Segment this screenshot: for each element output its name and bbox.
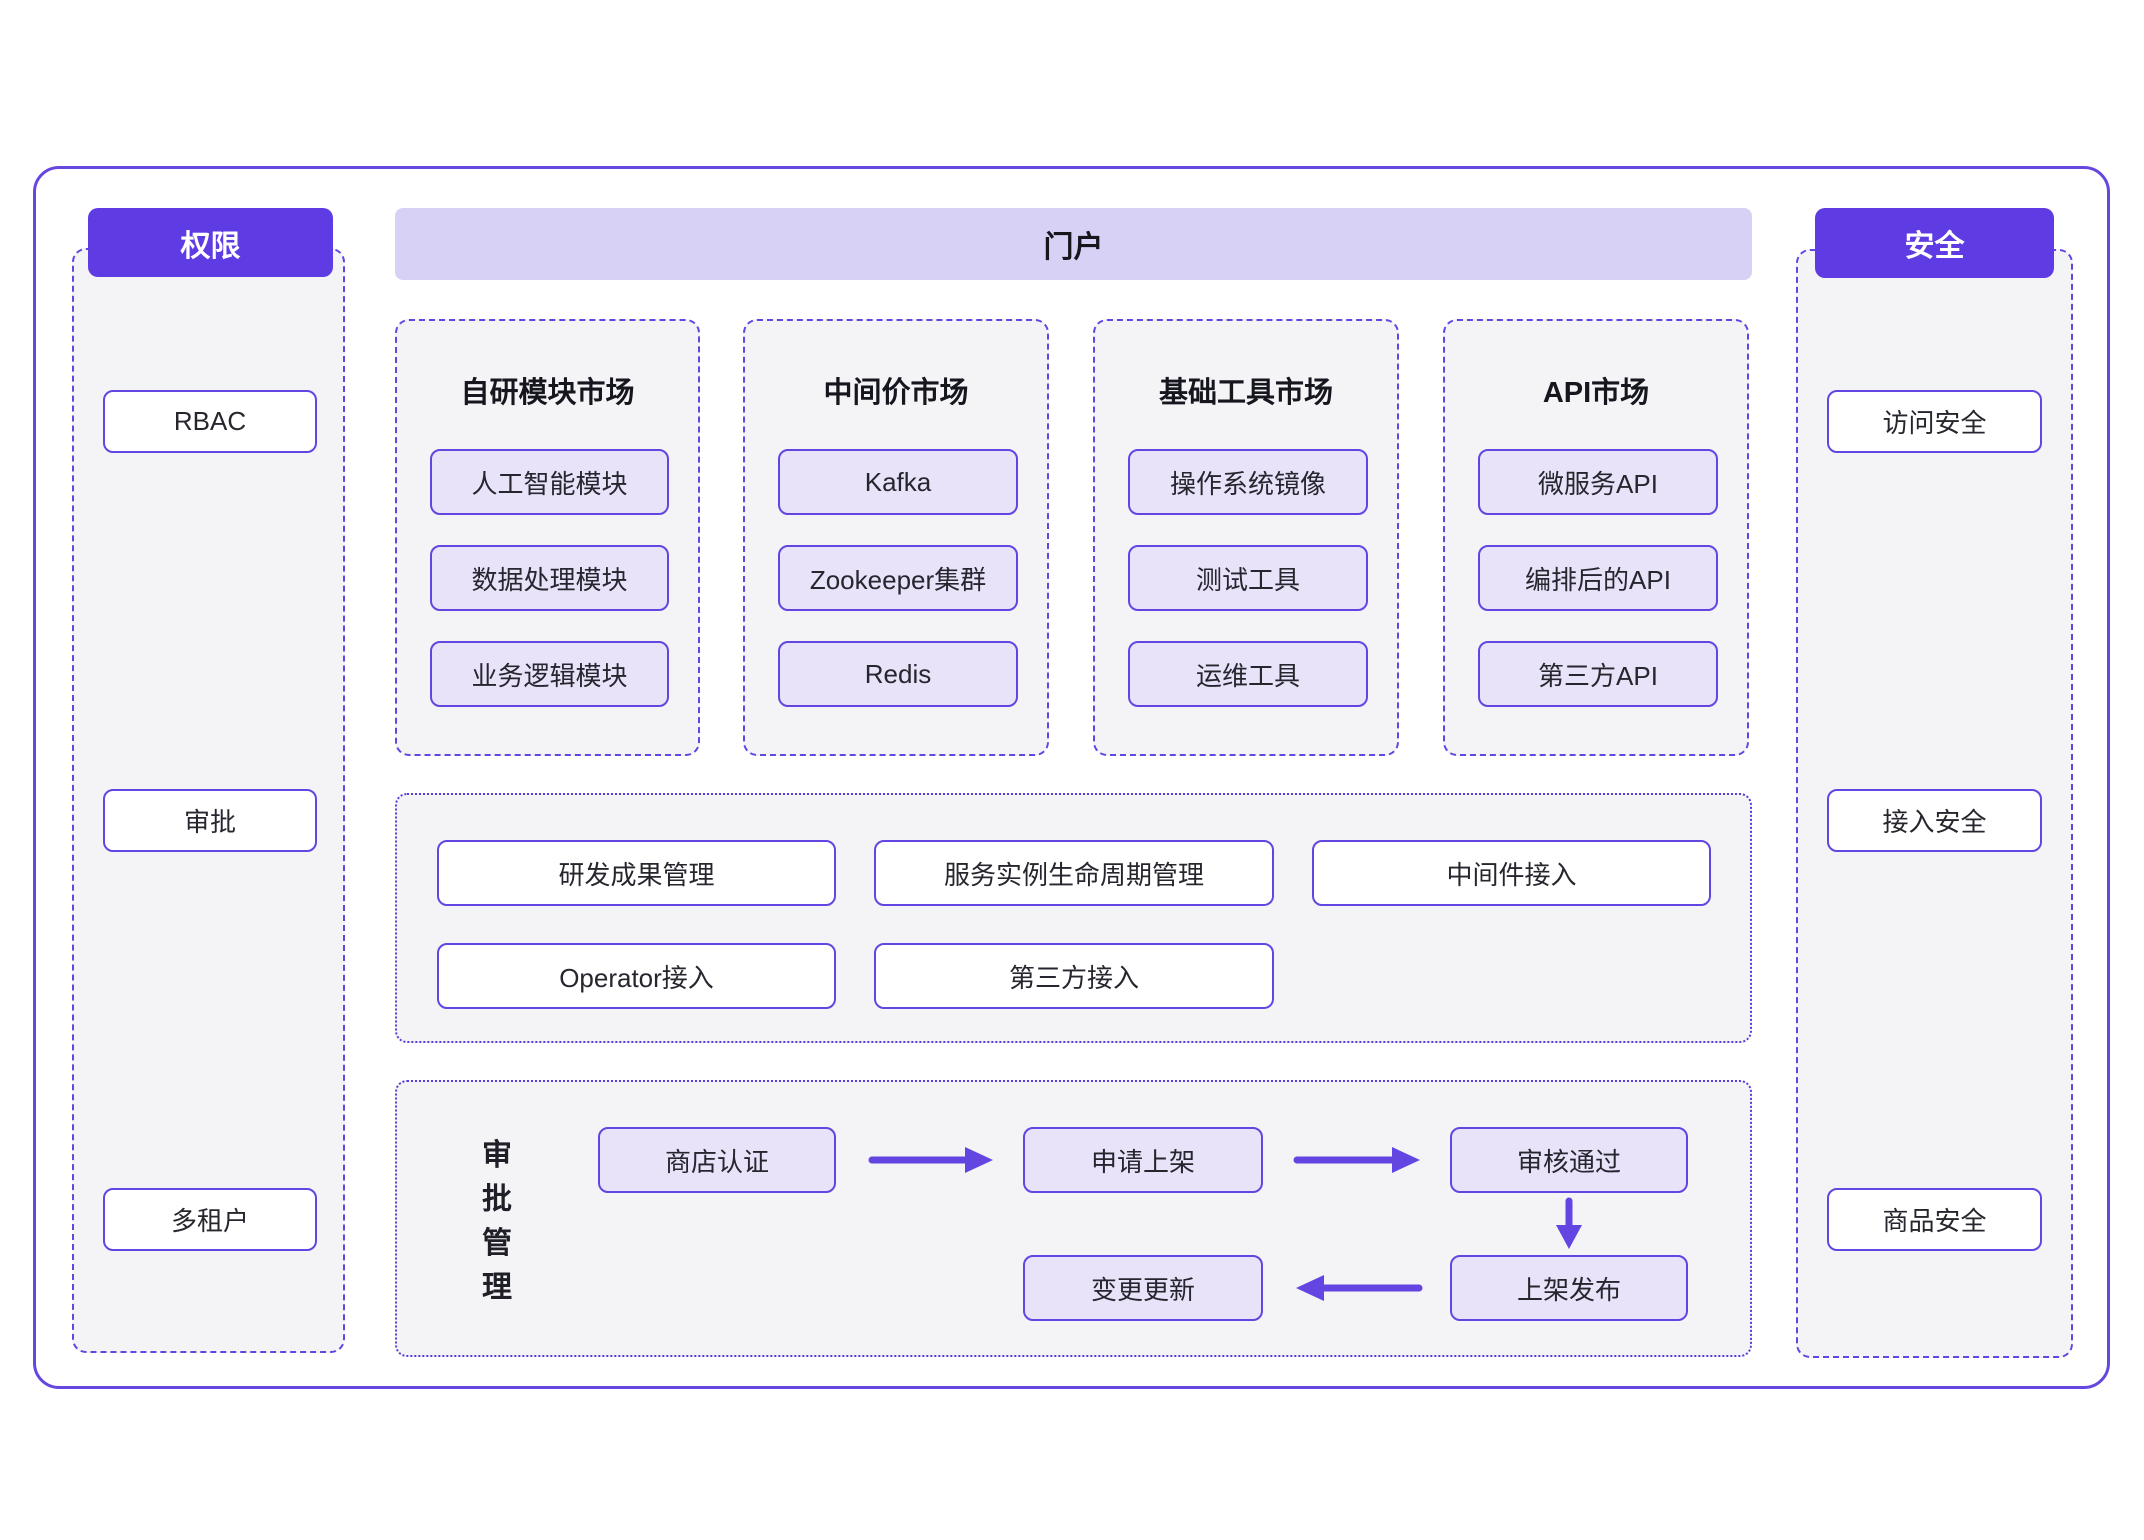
node-data-processing-module: 数据处理模块 bbox=[430, 545, 669, 611]
arrow-right-icon bbox=[1293, 1147, 1420, 1173]
market-title: 基础工具市场 bbox=[1158, 377, 1333, 409]
node-product-security: 商品安全 bbox=[1827, 1188, 2042, 1251]
node-middleware-integration: 中间件接入 bbox=[1312, 840, 1711, 906]
node-ai-module: 人工智能模块 bbox=[430, 449, 669, 515]
node-service-instance-lifecycle: 服务实例生命周期管理 bbox=[874, 840, 1274, 906]
market-title: 中间价市场 bbox=[823, 377, 969, 409]
node-apply-listing: 申请上架 bbox=[1023, 1127, 1263, 1193]
node-business-logic-module: 业务逻辑模块 bbox=[430, 641, 669, 707]
node-kafka: Kafka bbox=[778, 449, 1018, 515]
arrow-left-icon bbox=[1296, 1275, 1423, 1301]
node-change-update: 变更更新 bbox=[1023, 1255, 1263, 1321]
node-third-party-api: 第三方API bbox=[1478, 641, 1718, 707]
market-middleware: 中间价市场 Kafka Zookeeper集群 Redis bbox=[743, 319, 1049, 756]
market-self-developed-modules: 自研模块市场 人工智能模块 数据处理模块 业务逻辑模块 bbox=[395, 319, 700, 756]
market-title: 自研模块市场 bbox=[460, 377, 635, 409]
node-os-image: 操作系统镜像 bbox=[1128, 449, 1368, 515]
approval-flow-label-char: 理 bbox=[482, 1271, 512, 1304]
management-panel: 研发成果管理 服务实例生命周期管理 中间件接入 Operator接入 第三方接入 bbox=[395, 793, 1752, 1043]
node-review-passed: 审核通过 bbox=[1450, 1127, 1688, 1193]
node-redis: Redis bbox=[778, 641, 1018, 707]
permissions-header: 权限 bbox=[88, 208, 333, 277]
portal-header: 门户 bbox=[395, 208, 1752, 280]
security-header: 安全 bbox=[1815, 208, 2054, 278]
node-access-security: 访问安全 bbox=[1827, 390, 2042, 453]
node-rd-results-management: 研发成果管理 bbox=[437, 840, 836, 906]
node-approval: 审批 bbox=[103, 789, 317, 852]
node-zookeeper-cluster: Zookeeper集群 bbox=[778, 545, 1018, 611]
node-microservice-api: 微服务API bbox=[1478, 449, 1718, 515]
node-orchestrated-api: 编排后的API bbox=[1478, 545, 1718, 611]
approval-flow-label-char: 管 bbox=[482, 1227, 512, 1260]
market-api: API市场 微服务API 编排后的API 第三方API bbox=[1443, 319, 1749, 756]
approval-flow-label-char: 批 bbox=[482, 1183, 512, 1216]
arrow-down-icon bbox=[1556, 1197, 1582, 1249]
node-operator-integration: Operator接入 bbox=[437, 943, 836, 1009]
node-multi-tenant: 多租户 bbox=[103, 1188, 317, 1251]
market-title: API市场 bbox=[1542, 377, 1650, 409]
node-ops-tools: 运维工具 bbox=[1128, 641, 1368, 707]
node-third-party-integration: 第三方接入 bbox=[874, 943, 1274, 1009]
node-store-certification: 商店认证 bbox=[598, 1127, 836, 1193]
approval-flow-label-char: 审 bbox=[482, 1139, 512, 1172]
approval-flow-label: 审 批 管 理 bbox=[475, 1134, 519, 1310]
node-integration-security: 接入安全 bbox=[1827, 789, 2042, 852]
market-basic-tools: 基础工具市场 操作系统镜像 测试工具 运维工具 bbox=[1093, 319, 1399, 756]
arrow-right-icon bbox=[868, 1147, 993, 1173]
node-listing-release: 上架发布 bbox=[1450, 1255, 1688, 1321]
node-rbac: RBAC bbox=[103, 390, 317, 453]
node-testing-tools: 测试工具 bbox=[1128, 545, 1368, 611]
approval-flow-panel: 审 批 管 理 商店认证 申请上架 审核通过 变更更新 上架发布 bbox=[395, 1080, 1752, 1357]
